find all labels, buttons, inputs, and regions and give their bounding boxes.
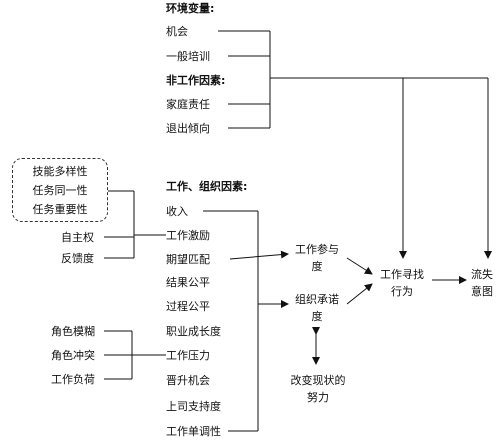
factor-promotion: 晋升机会 bbox=[166, 374, 210, 387]
arrow-commitment-to-search bbox=[346, 283, 373, 305]
factor-job-monotony: 工作单调性 bbox=[166, 425, 221, 438]
work-org-heading: 工作、组织因素: bbox=[166, 180, 248, 193]
job-characteristics-box bbox=[12, 158, 108, 222]
factor-exit-tendency: 退出倾向 bbox=[166, 122, 210, 135]
factor-role-conflict: 角色冲突 bbox=[51, 349, 95, 362]
node-turnover-intention: 流失意图 bbox=[471, 268, 493, 298]
environment-heading: 环境变量: bbox=[166, 2, 215, 15]
non-work-heading: 非工作因素: bbox=[166, 74, 226, 87]
factor-role-ambiguity: 角色模糊 bbox=[51, 325, 95, 338]
factor-general-training: 一般培训 bbox=[166, 50, 210, 63]
factor-work-pressure: 工作压力 bbox=[166, 349, 210, 362]
factor-outcome-fairness: 结果公平 bbox=[166, 276, 210, 289]
node-search-behavior: 工作寻找行为 bbox=[380, 268, 424, 298]
factor-workload: 工作负荷 bbox=[51, 373, 95, 386]
node-org-commitment: 组织承诺度 bbox=[295, 293, 339, 323]
factor-work-motivation: 工作激励 bbox=[166, 229, 210, 242]
factor-skill-variety: 技能多样性 bbox=[32, 165, 88, 178]
factor-supervisor-support: 上司支持度 bbox=[166, 400, 221, 413]
factor-opportunity: 机会 bbox=[166, 25, 188, 38]
factor-family-responsibility: 家庭责任 bbox=[166, 98, 210, 111]
arrow-involvement-to-search bbox=[346, 257, 373, 275]
factor-career-growth: 职业成长度 bbox=[166, 325, 221, 338]
factor-expectation-match: 期望匹配 bbox=[166, 253, 210, 266]
node-work-involvement: 工作参与度 bbox=[295, 243, 339, 273]
factor-autonomy: 自主权 bbox=[61, 231, 94, 244]
factor-income: 收入 bbox=[166, 205, 188, 218]
factor-process-fairness: 过程公平 bbox=[166, 300, 210, 313]
node-change-effort: 改变现状的努力 bbox=[290, 374, 346, 404]
factor-task-identity: 任务同一性 bbox=[32, 184, 88, 197]
factor-task-significance: 任务重要性 bbox=[32, 203, 88, 216]
arrow-to-involvement bbox=[229, 250, 289, 260]
factor-feedback: 反馈度 bbox=[61, 252, 94, 265]
